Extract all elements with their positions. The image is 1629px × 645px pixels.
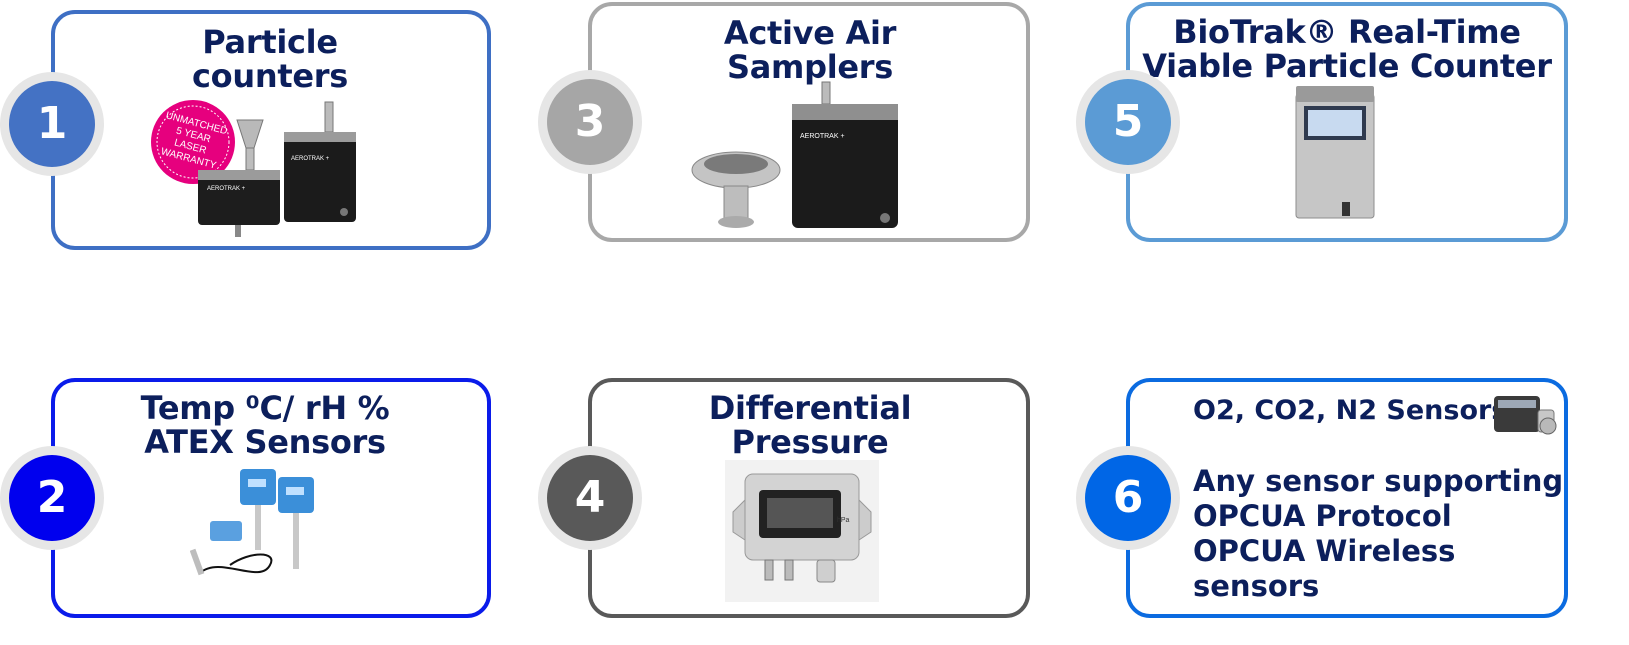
step-badge-4: 4: [538, 446, 642, 550]
pressure-sensor-image: hPa: [725, 460, 879, 602]
svg-text:AEROTRAK +: AEROTRAK +: [800, 133, 845, 140]
warranty-stamp: UNMATCHED 5 YEAR LASER WARRANTY: [151, 100, 235, 184]
sensor-support-list: Any sensor supporting OPCUA Protocol OPC…: [1193, 464, 1564, 603]
step-badge-2: 2: [0, 446, 104, 550]
particle-counter-image: UNMATCHED 5 YEAR LASER WARRANTY AEROTRAK…: [151, 100, 356, 237]
svg-text:AEROTRAK +: AEROTRAK +: [291, 156, 330, 162]
air-sampler-image: AEROTRAK +: [691, 81, 898, 228]
card-title: Temp ⁰C/ rH %ATEX Sensors: [140, 389, 390, 461]
svg-text:AEROTRAK +: AEROTRAK +: [207, 186, 246, 192]
step-badge-5: 5: [1076, 70, 1180, 174]
gas-sensors-title: O2, CO2, N2 Sensors: [1193, 395, 1508, 426]
step-badge-1: 1: [0, 72, 104, 176]
biotrak-image: [1295, 86, 1375, 219]
step-badge-3: 3: [538, 70, 642, 174]
svg-text:hPa: hPa: [837, 517, 850, 524]
temp-sensor-image: [190, 469, 314, 576]
gas-sensor-image: [1494, 396, 1557, 435]
step-badge-6: 6: [1076, 446, 1180, 550]
